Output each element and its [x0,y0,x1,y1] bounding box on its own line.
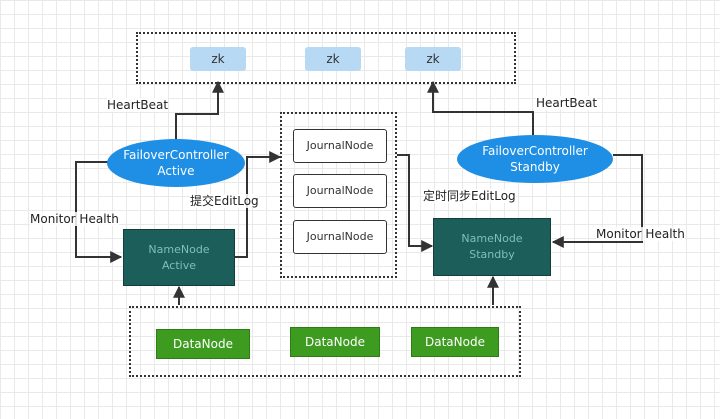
datanode: DataNode [156,329,250,359]
failover-controller-standby: FailoverController Standby [457,135,613,183]
journalnode: JournalNode [293,220,387,254]
heartbeat-left-connector [175,80,224,139]
journalnode: JournalNode [293,129,387,163]
zk-node: zk [190,47,246,71]
heartbeat-left-label: HeartBeat [107,98,169,112]
heartbeat-right-connector [427,80,534,135]
zk-ensemble-group [136,32,516,84]
monitor-health-right-label: Monitor Health [596,227,685,241]
datanode: DataNode [411,327,499,357]
zk-node: zk [305,47,361,71]
failover-controller-active: FailoverController Active [107,139,245,187]
datanode-group [129,306,521,377]
heartbeat-right-label: HeartBeat [536,96,598,110]
namenode-standby: NameNode Standby [433,218,551,276]
sync-editlog-label: 定时同步EditLog [423,189,516,203]
journalnode: JournalNode [293,174,387,208]
journalnode-group [280,112,397,278]
zk-node: zk [405,47,461,71]
monitor-health-left-label: Monitor Health [30,212,119,226]
monitor-left-connector [75,161,123,263]
submit-editlog-label: 提交EditLog [190,194,259,208]
namenode-active: NameNode Active [123,229,235,286]
datanode: DataNode [290,327,380,357]
